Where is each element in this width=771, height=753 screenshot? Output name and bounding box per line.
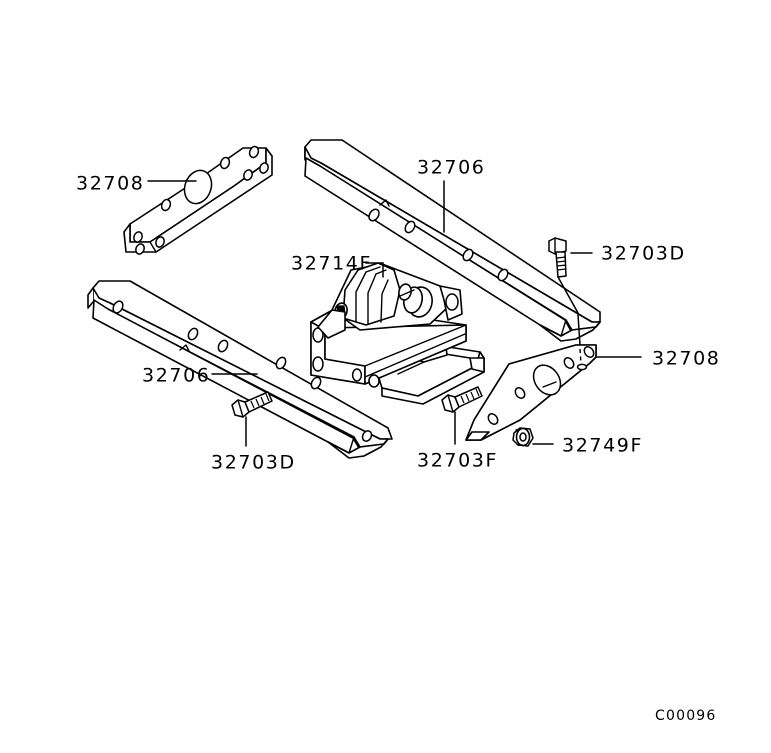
diagram-corner-code: C00096 bbox=[655, 708, 717, 724]
fastener-bolt-32703d-upper[interactable] bbox=[548, 237, 567, 278]
part-bracket-right-bottom[interactable] bbox=[465, 344, 597, 441]
label-bolt-lower-left: 32703D bbox=[211, 452, 296, 474]
fastener-bolt-32703f[interactable] bbox=[441, 386, 483, 413]
label-nut-lower-right: 32749F bbox=[562, 435, 643, 457]
label-crossmember-upper-right: 32706 bbox=[417, 157, 485, 179]
part-crossmember-upper-right[interactable] bbox=[304, 139, 601, 342]
leader-bolt-upper-right-pointer bbox=[557, 276, 579, 314]
part-crossmember-lower-left[interactable] bbox=[87, 280, 393, 459]
label-bolt-upper-right: 32703D bbox=[601, 243, 686, 265]
label-bolt-lower-center: 32703F bbox=[417, 450, 498, 472]
label-crossmember-lower-left: 32706 bbox=[142, 365, 210, 387]
label-bracket-left-top: 32708 bbox=[76, 173, 144, 195]
leader-bracket-alignment bbox=[577, 314, 581, 346]
fastener-nut-32749f[interactable] bbox=[512, 427, 534, 447]
part-bracket-left-top[interactable] bbox=[123, 145, 273, 255]
label-bracket-right-bottom: 32708 bbox=[652, 348, 720, 370]
part-winch-assembly[interactable] bbox=[310, 262, 485, 405]
leader-winch-assembly bbox=[365, 262, 384, 278]
fastener-bolt-32703d-lower[interactable] bbox=[231, 391, 273, 418]
label-winch-assembly: 32714F bbox=[291, 253, 372, 275]
